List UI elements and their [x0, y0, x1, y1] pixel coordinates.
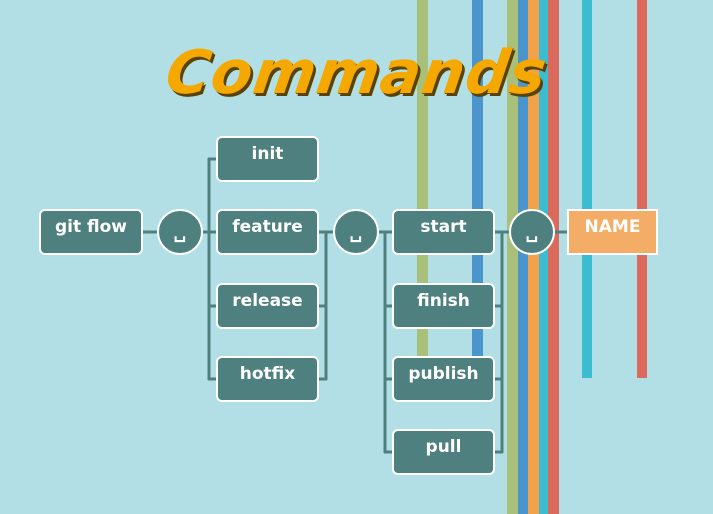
stripe-red-2 — [637, 0, 647, 378]
start-node: start — [392, 209, 495, 255]
name-node: NAME — [567, 209, 658, 255]
stripe-cyan-2 — [582, 0, 592, 378]
stripe-green-1 — [417, 0, 428, 356]
stripe-blue-1 — [472, 0, 483, 356]
pull-node: pull — [392, 429, 495, 475]
finish-node: finish — [392, 283, 495, 329]
stripe-blue-2 — [518, 0, 528, 514]
feature-node: feature — [216, 209, 319, 255]
publish-node: publish — [392, 356, 495, 402]
stripe-green-2 — [507, 0, 518, 514]
space-node-2: ␣ — [333, 209, 379, 255]
release-node: release — [216, 283, 319, 329]
space-node-1: ␣ — [157, 209, 203, 255]
hotfix-node: hotfix — [216, 356, 319, 402]
init-node: init — [216, 136, 319, 182]
space-node-3: ␣ — [509, 209, 555, 255]
git-flow-node: git flow — [39, 209, 143, 255]
stripe-orange — [528, 0, 539, 514]
stripe-cyan-1 — [539, 0, 548, 514]
stripe-red-1 — [548, 0, 559, 514]
